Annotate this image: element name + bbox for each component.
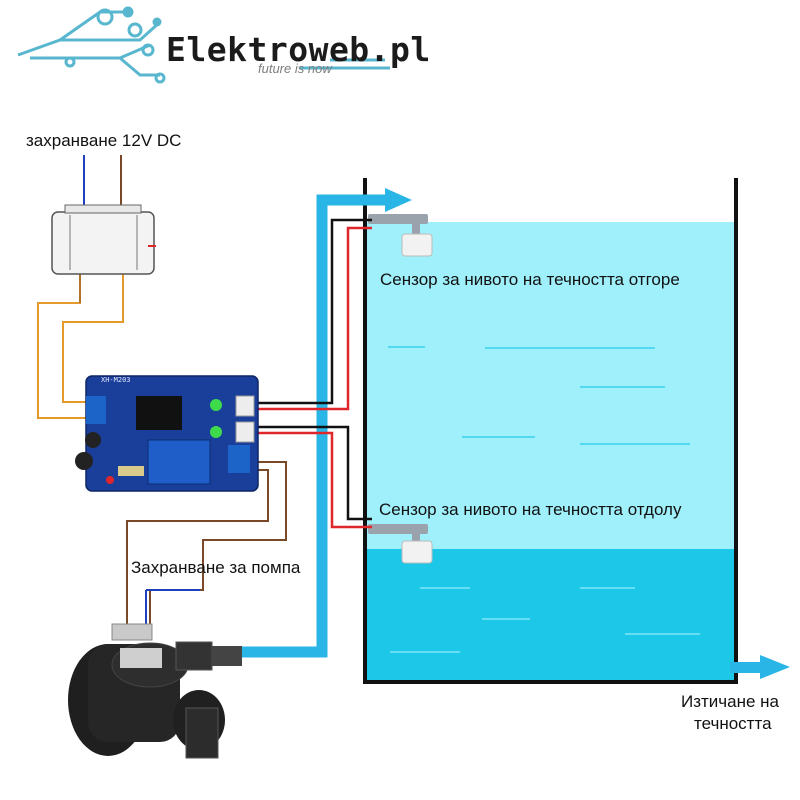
- board-model-label: XH-M203: [101, 376, 131, 384]
- outflow-pipe: [730, 662, 764, 673]
- outflow-arrow: [760, 655, 790, 679]
- power-input-wires: [37, 155, 124, 419]
- outflow-label-line1: Изтичане на: [681, 692, 780, 711]
- sensor-bottom-label: Сензор за нивото на течността отдолу: [379, 500, 682, 519]
- float-switch-icon-bottom: [368, 524, 433, 564]
- inflow-arrow: [385, 188, 412, 212]
- brand-tagline: future is now: [258, 61, 332, 76]
- tank-lower-water: [365, 549, 734, 680]
- outflow-label-line2: течността: [694, 714, 772, 733]
- tank-upper-water: [365, 222, 734, 549]
- sensor-wires: [255, 218, 372, 529]
- water-ripples-lower: [390, 587, 700, 653]
- water-ripples: [388, 346, 690, 445]
- tank: [363, 178, 738, 684]
- relay-board-icon: [75, 375, 259, 492]
- float-switch-icon-top: [368, 214, 433, 257]
- sensor-top-label: Сензор за нивото на течността отгоре: [380, 270, 680, 289]
- power-supply-label: захранване 12V DC: [26, 131, 182, 150]
- pump-power-label: Захранване за помпа: [131, 558, 301, 577]
- brand-circuit-icon: [17, 6, 390, 84]
- power-adapter-icon: [51, 204, 156, 275]
- water-pump-icon: [68, 623, 242, 759]
- brand-name: Elektroweb.pl: [166, 30, 431, 69]
